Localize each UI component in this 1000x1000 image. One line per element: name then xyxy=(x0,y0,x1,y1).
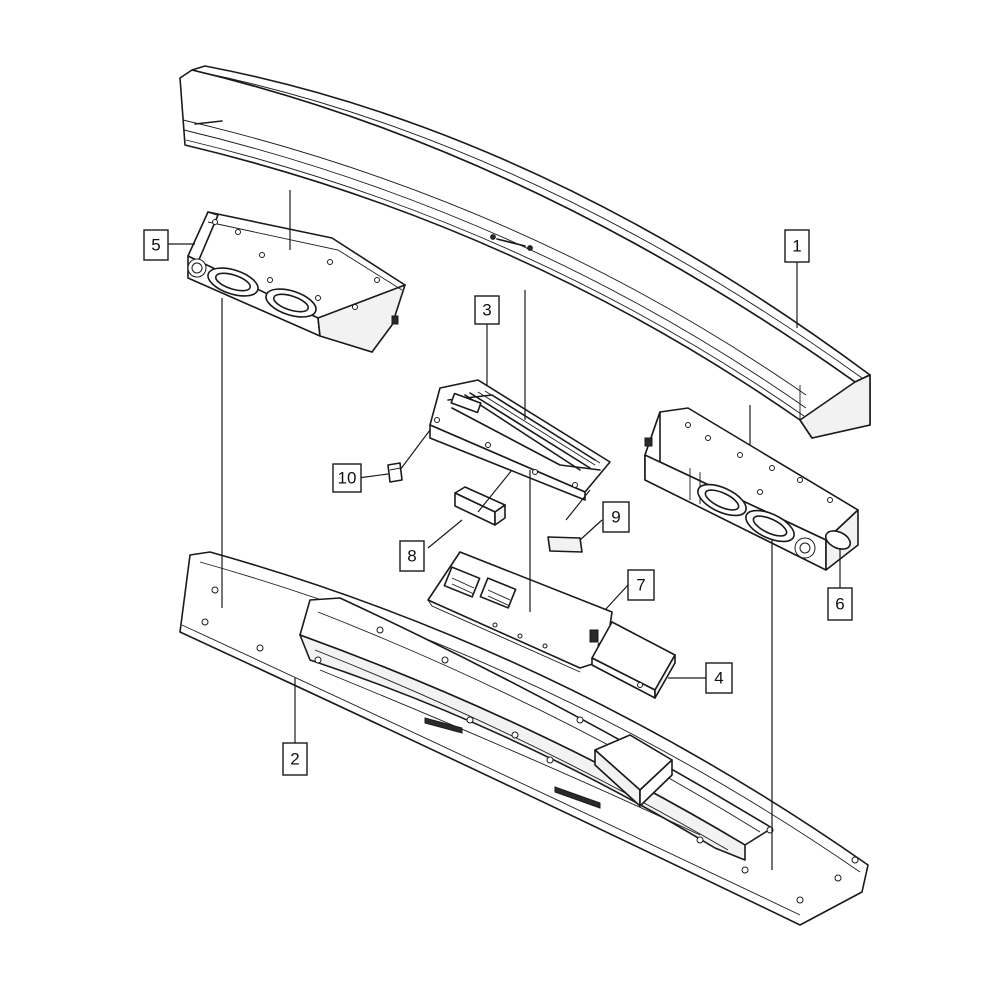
callout-7-label: 7 xyxy=(636,576,645,595)
callout-9-label: 9 xyxy=(611,508,620,527)
callout-3: 3 xyxy=(474,295,500,325)
callout-1-label: 1 xyxy=(792,237,801,256)
callout-10: 10 xyxy=(332,463,362,493)
callout-5: 5 xyxy=(143,229,169,261)
callout-8: 8 xyxy=(399,540,425,572)
part-2-bottom-housing xyxy=(179,551,869,926)
callout-6: 6 xyxy=(827,587,853,621)
part-8-module xyxy=(454,486,506,526)
part-6-right-speaker xyxy=(644,407,859,571)
part-10-small-board xyxy=(387,462,403,483)
callout-5-label: 5 xyxy=(151,236,160,255)
callout-3-label: 3 xyxy=(482,301,491,320)
part-9-small-board xyxy=(547,536,583,553)
callout-9: 9 xyxy=(602,501,630,533)
callout-10-label: 10 xyxy=(338,469,357,488)
callout-1: 1 xyxy=(784,229,810,263)
part-3-bracket xyxy=(429,379,611,501)
callout-2: 2 xyxy=(282,742,308,776)
callout-pointers xyxy=(168,243,841,743)
callout-7: 7 xyxy=(627,569,655,601)
part-4-board xyxy=(591,621,676,699)
callout-4-label: 4 xyxy=(714,669,723,688)
part-1-front-cover xyxy=(179,65,871,439)
callout-6-label: 6 xyxy=(835,595,844,614)
callout-4: 4 xyxy=(705,662,733,694)
leader-lines xyxy=(221,190,773,870)
callout-2-label: 2 xyxy=(290,750,299,769)
callout-8-label: 8 xyxy=(407,547,416,566)
part-5-left-speaker xyxy=(187,211,406,353)
